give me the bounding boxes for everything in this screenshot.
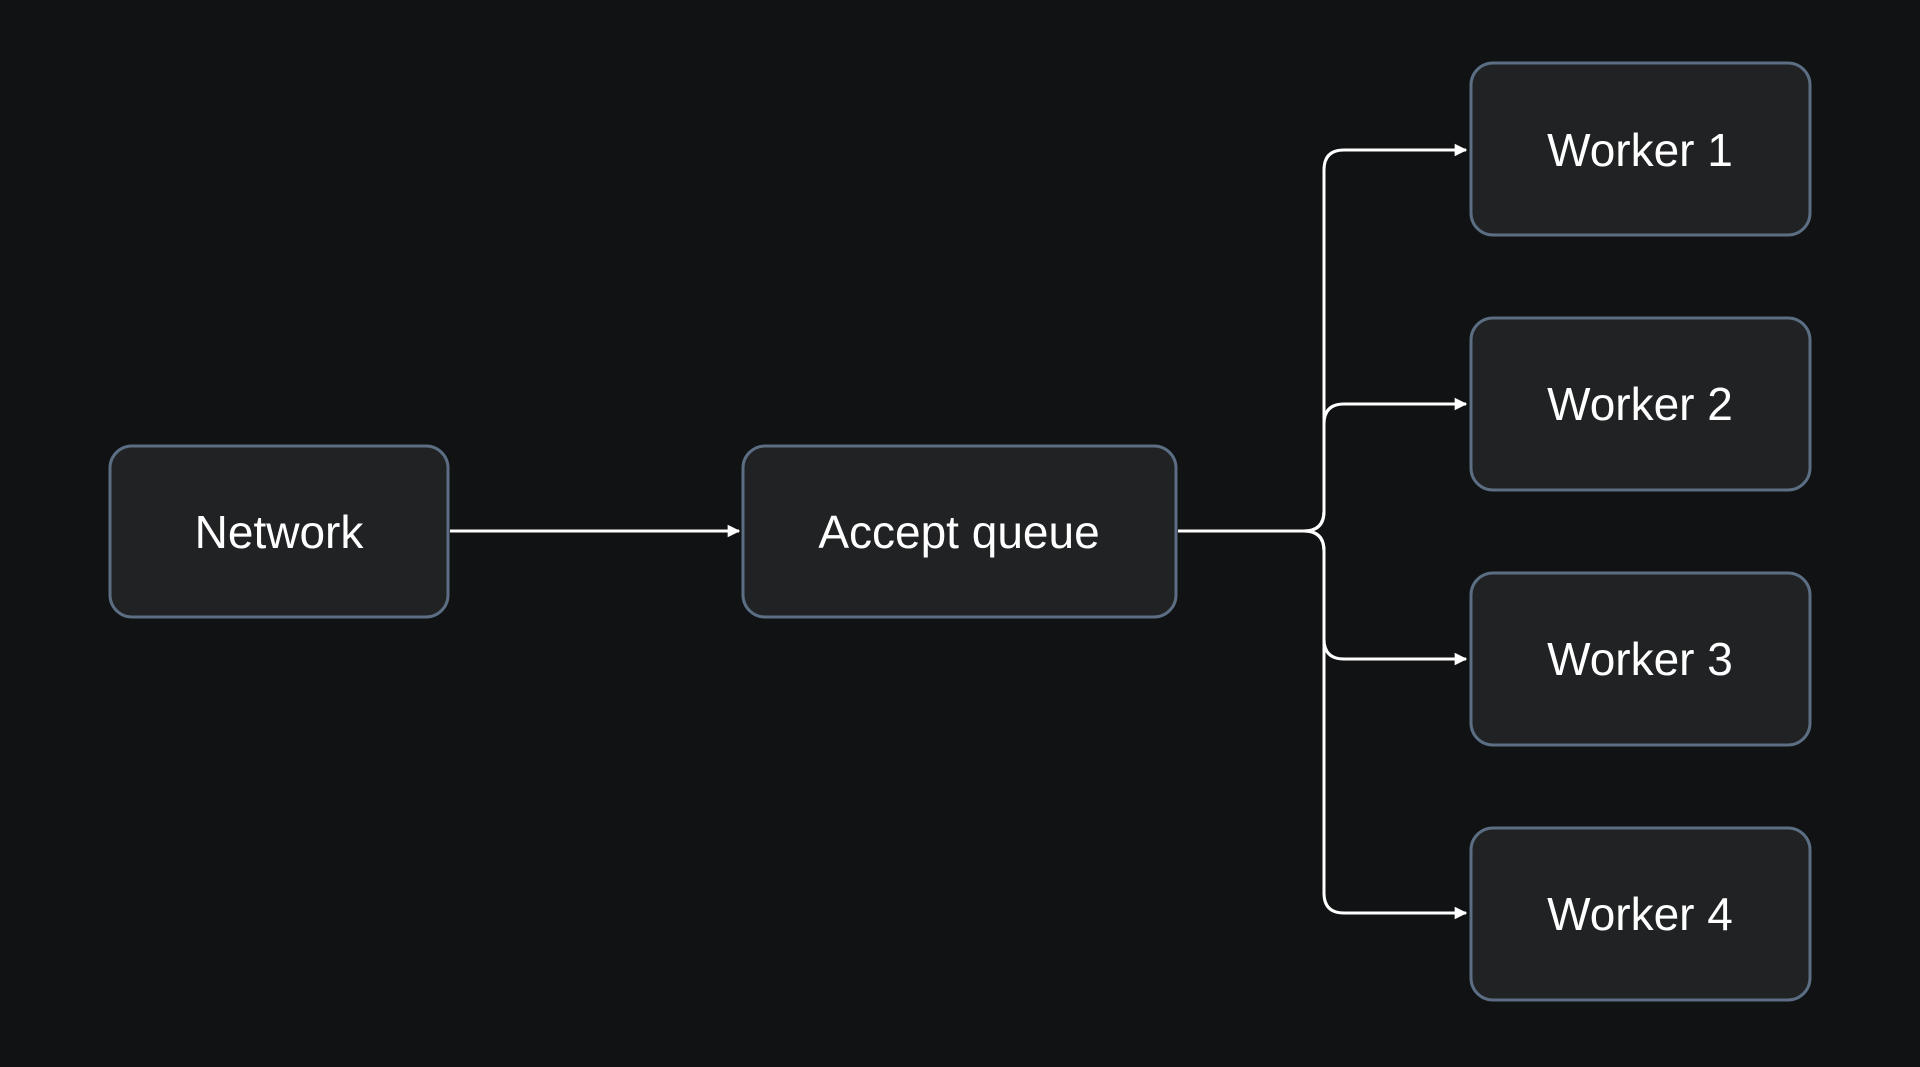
edge-accept-queue-to-worker-2 xyxy=(1178,397,1468,533)
node-box xyxy=(741,444,1178,619)
node-label-worker-4: Worker 4 xyxy=(1547,888,1733,940)
node-worker-3: Worker 3 xyxy=(1469,571,1812,747)
edge-accept-queue-to-worker-4 xyxy=(1178,529,1468,920)
node-worker-2: Worker 2 xyxy=(1469,316,1812,492)
node-accept-queue: Accept queue xyxy=(741,444,1178,619)
node-box xyxy=(1469,571,1812,747)
node-label-worker-3: Worker 3 xyxy=(1547,633,1733,685)
node-network: Network xyxy=(108,444,450,619)
node-label-worker-1: Worker 1 xyxy=(1547,124,1733,176)
node-box xyxy=(1469,61,1812,237)
node-worker-4: Worker 4 xyxy=(1469,826,1812,1002)
node-label-network: Network xyxy=(195,506,365,558)
node-worker-1: Worker 1 xyxy=(1469,61,1812,237)
node-box xyxy=(108,444,450,619)
edge-accept-queue-to-worker-3 xyxy=(1178,529,1468,666)
node-label-accept-queue: Accept queue xyxy=(818,506,1099,558)
node-box xyxy=(1469,826,1812,1002)
node-label-worker-2: Worker 2 xyxy=(1547,378,1733,430)
edges xyxy=(450,143,1468,920)
node-box xyxy=(1469,316,1812,492)
edge-accept-queue-to-worker-1 xyxy=(1178,143,1468,533)
